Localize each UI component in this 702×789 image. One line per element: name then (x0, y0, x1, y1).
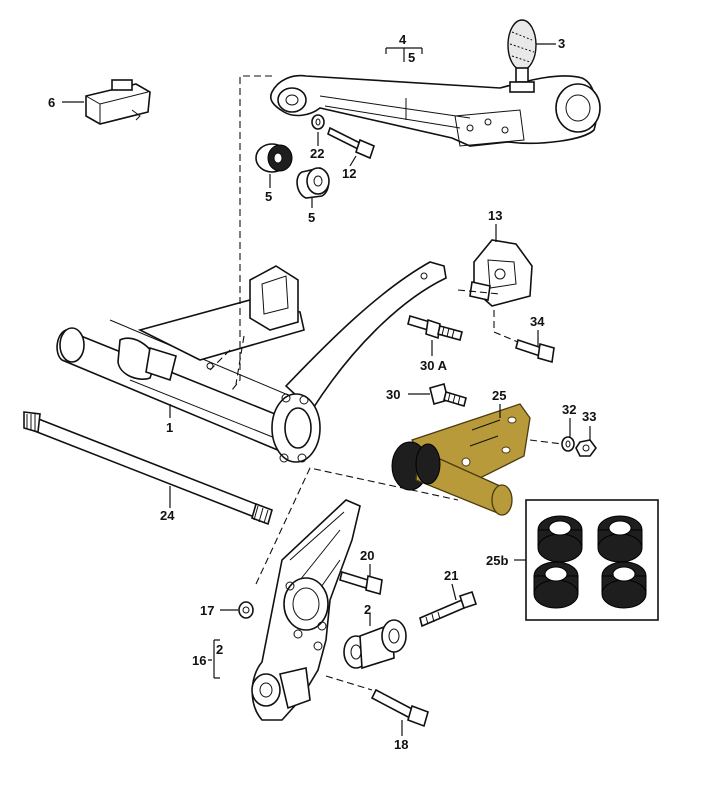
stud-30 (429, 383, 467, 408)
callout-21: 21 (444, 568, 458, 583)
callout-labels: 1 2 2 3 4 5 5 5 6 12 13 16 17 18 20 21 2… (48, 32, 596, 752)
callout-1: 1 (166, 420, 173, 435)
callout-17: 17 (200, 603, 214, 618)
bolt-21 (419, 590, 478, 628)
washer-17 (238, 601, 254, 619)
washer-22 (311, 114, 325, 130)
callout-24: 24 (160, 508, 175, 523)
bushing-25b-1 (537, 515, 583, 563)
callout-18: 18 (394, 737, 408, 752)
bushing-2 (343, 619, 407, 670)
callout-2-upper: 2 (216, 642, 223, 657)
rubber-mount-13 (469, 239, 533, 307)
callout-13: 13 (488, 208, 502, 223)
callout-5-top: 5 (408, 50, 415, 65)
callout-25b: 25b (486, 553, 508, 568)
callout-12: 12 (342, 166, 356, 181)
adjuster-knob (507, 19, 537, 93)
inset-box-25b (525, 499, 659, 621)
bushing-25b-2 (597, 515, 643, 563)
callout-22: 22 (310, 146, 324, 161)
leader-lines (62, 43, 591, 736)
bushing-5-white (296, 167, 330, 199)
bolt-34 (515, 338, 555, 364)
callout-2-bushing: 2 (364, 602, 371, 617)
callout-6: 6 (48, 95, 55, 110)
callout-30a: 30 A (420, 358, 448, 373)
callout-16: 16 (192, 653, 206, 668)
bolt-20 (339, 570, 383, 596)
callout-32: 32 (562, 402, 576, 417)
callout-5-black-bushing: 5 (265, 189, 272, 204)
axle-tube-trailing-arm (56, 261, 447, 463)
bracket-25 (391, 403, 531, 516)
rubber-mount (85, 79, 151, 125)
callout-25: 25 (492, 388, 506, 403)
bolt-12 (327, 126, 375, 160)
callout-33: 33 (582, 409, 596, 424)
bushing-25b-4 (601, 561, 647, 609)
assembly-lines (209, 75, 563, 691)
spring-plate-arm (269, 74, 601, 147)
bolt-18 (370, 688, 429, 728)
torsion-bar (23, 411, 273, 526)
callout-34: 34 (530, 314, 545, 329)
callout-30: 30 (386, 387, 400, 402)
callout-20: 20 (360, 548, 374, 563)
trailing-arm-16 (251, 499, 361, 721)
stud-30a (407, 314, 463, 341)
bushing-5-black (255, 143, 293, 173)
washer-32 (561, 436, 575, 452)
callout-4: 4 (399, 32, 407, 47)
callout-5-white-bushing: 5 (308, 210, 315, 225)
nut-33 (575, 439, 597, 457)
bushing-25b-3 (533, 561, 579, 609)
callout-3: 3 (558, 36, 565, 51)
